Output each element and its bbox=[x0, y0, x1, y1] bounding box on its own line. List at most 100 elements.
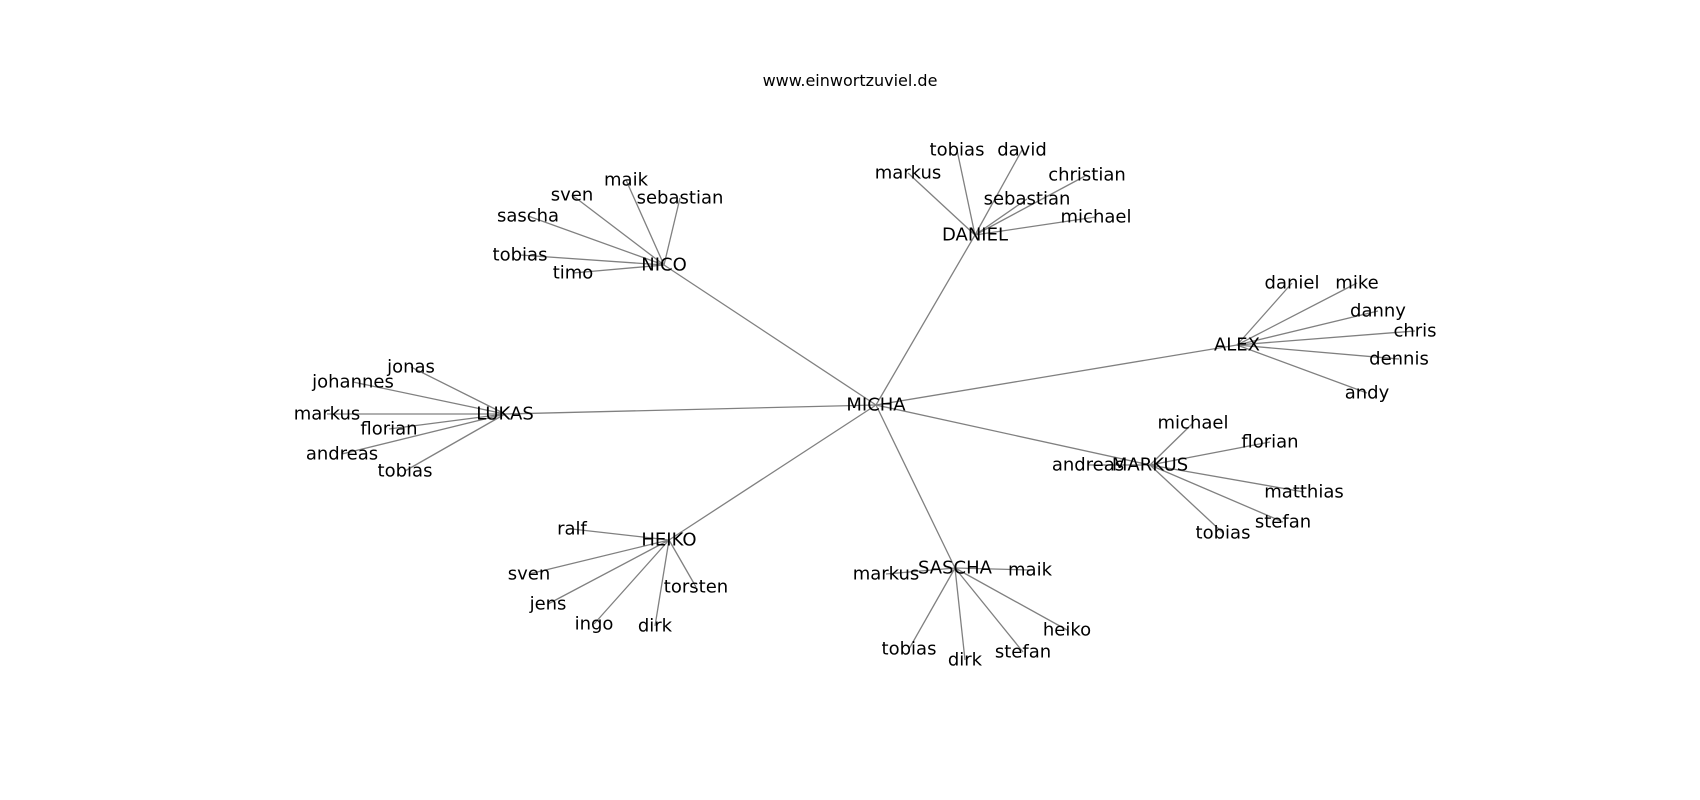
hub-node-label: ALEX bbox=[1214, 335, 1260, 356]
edge-lukas-andreas bbox=[341, 413, 506, 455]
leaf-node-label: andy bbox=[1345, 383, 1390, 404]
edge-alex-danny bbox=[1236, 310, 1379, 346]
leaf-node-label: tobias bbox=[882, 639, 937, 660]
leaf-node-label: torsten bbox=[664, 577, 728, 598]
leaf-node-label: tobias bbox=[930, 140, 985, 161]
edge-heiko-ingo bbox=[593, 539, 670, 625]
leaf-node-label: sascha bbox=[497, 206, 559, 227]
leaf-node-label: andreas bbox=[1052, 455, 1124, 476]
leaf-node-label: maik bbox=[1008, 560, 1053, 581]
edge-heiko-jens bbox=[547, 539, 670, 605]
leaf-node-label: dirk bbox=[948, 650, 983, 671]
leaf-node-label: christian bbox=[1048, 165, 1126, 186]
edge-heiko-torsten bbox=[668, 539, 697, 588]
leaf-node-label: daniel bbox=[1265, 273, 1320, 294]
edge-nico-tobias bbox=[519, 254, 665, 266]
edge-alex-dennis bbox=[1236, 344, 1400, 360]
leaf-node-label: sven bbox=[508, 564, 551, 585]
edge-sascha-tobias bbox=[908, 567, 956, 650]
edge-root-lukas bbox=[504, 404, 877, 415]
edge-root-heiko bbox=[668, 404, 877, 541]
edge-markus-michael bbox=[1149, 422, 1194, 466]
leaf-node-label: dennis bbox=[1369, 349, 1429, 370]
edge-nico-sebastian bbox=[663, 197, 681, 266]
edge-root-markus bbox=[875, 404, 1151, 466]
edge-alex-mike bbox=[1236, 282, 1358, 346]
leaf-node-label: dirk bbox=[638, 616, 673, 637]
edge-root-nico bbox=[663, 264, 877, 406]
edge-lukas-tobias bbox=[404, 413, 506, 472]
edge-nico-maik bbox=[625, 179, 665, 266]
edge-markus-stefan bbox=[1149, 464, 1284, 523]
edge-daniel-markus bbox=[907, 172, 976, 236]
edges-layer bbox=[327, 149, 1416, 661]
edge-markus-tobias bbox=[1149, 464, 1224, 534]
hub-node-label: HEIKO bbox=[641, 530, 696, 551]
edge-daniel-sebastian bbox=[974, 198, 1028, 236]
edge-heiko-sven bbox=[528, 539, 670, 575]
edge-lukas-florian bbox=[388, 413, 506, 430]
edge-sascha-heiko bbox=[954, 567, 1068, 631]
leaf-node-label: jens bbox=[529, 594, 567, 615]
hub-node-label: MARKUS bbox=[1112, 455, 1188, 476]
edge-nico-sascha bbox=[527, 215, 665, 266]
leaf-node-label: florian bbox=[360, 419, 417, 440]
leaf-node-label: maik bbox=[604, 170, 649, 191]
edge-root-daniel bbox=[875, 234, 976, 406]
leaf-node-label: michael bbox=[1158, 413, 1229, 434]
edge-heiko-ralf bbox=[571, 528, 670, 541]
hub-node-label: DANIEL bbox=[942, 225, 1008, 246]
edge-sascha-maik bbox=[954, 567, 1031, 571]
leaf-node-label: chris bbox=[1393, 321, 1436, 342]
leaf-node-label: tobias bbox=[493, 245, 548, 266]
edge-nico-timo bbox=[572, 264, 665, 274]
leaf-node-label: david bbox=[997, 140, 1047, 161]
edge-lukas-jonas bbox=[410, 366, 506, 415]
leaf-node-label: sebastian bbox=[637, 188, 724, 209]
edge-nico-sven bbox=[571, 194, 665, 266]
edge-daniel-christian bbox=[974, 174, 1088, 236]
leaf-node-label: timo bbox=[553, 263, 594, 284]
edge-alex-chris bbox=[1236, 330, 1416, 346]
leaf-node-label: tobias bbox=[378, 461, 433, 482]
leaf-node-label: markus bbox=[853, 564, 920, 585]
leaf-node-label: sven bbox=[551, 185, 594, 206]
edge-alex-daniel bbox=[1236, 282, 1293, 346]
leaf-node-label: markus bbox=[875, 163, 942, 184]
root-node-label: MICHA bbox=[846, 395, 906, 416]
edge-markus-matthias bbox=[1149, 464, 1305, 493]
edge-daniel-david bbox=[974, 149, 1023, 236]
leaf-node-label: ingo bbox=[575, 614, 614, 635]
leaf-node-label: markus bbox=[294, 404, 361, 425]
edge-root-alex bbox=[875, 344, 1238, 406]
edge-daniel-tobias bbox=[956, 149, 976, 236]
leaf-node-label: heiko bbox=[1043, 620, 1091, 641]
edge-alex-andy bbox=[1236, 344, 1368, 394]
leaf-node-label: danny bbox=[1350, 301, 1406, 322]
leaf-node-label: johannes bbox=[311, 372, 394, 393]
leaf-node-label: florian bbox=[1241, 432, 1298, 453]
page-title: www.einwortzuviel.de bbox=[762, 71, 938, 90]
leaf-node-label: stefan bbox=[1255, 512, 1311, 533]
hub-node-label: LUKAS bbox=[476, 404, 534, 425]
edge-sascha-dirk bbox=[954, 567, 966, 661]
hub-node-label: SASCHA bbox=[918, 558, 993, 579]
leaf-node-label: michael bbox=[1061, 207, 1132, 228]
edge-sascha-stefan bbox=[954, 567, 1024, 653]
edge-root-sascha bbox=[875, 404, 956, 569]
leaf-node-label: ralf bbox=[557, 519, 587, 540]
leaf-node-label: matthias bbox=[1264, 482, 1344, 503]
edge-heiko-dirk bbox=[654, 539, 670, 627]
leaf-node-label: andreas bbox=[306, 444, 378, 465]
edge-sascha-markus bbox=[885, 567, 956, 575]
edge-daniel-michael bbox=[974, 216, 1097, 236]
leaf-node-label: tobias bbox=[1196, 523, 1251, 544]
edge-markus-florian bbox=[1149, 441, 1271, 466]
hub-node-label: NICO bbox=[641, 255, 687, 276]
edge-lukas-johannes bbox=[352, 381, 506, 415]
leaf-node-label: jonas bbox=[386, 357, 435, 378]
leaf-node-label: sebastian bbox=[984, 189, 1071, 210]
leaf-node-label: mike bbox=[1335, 273, 1378, 294]
